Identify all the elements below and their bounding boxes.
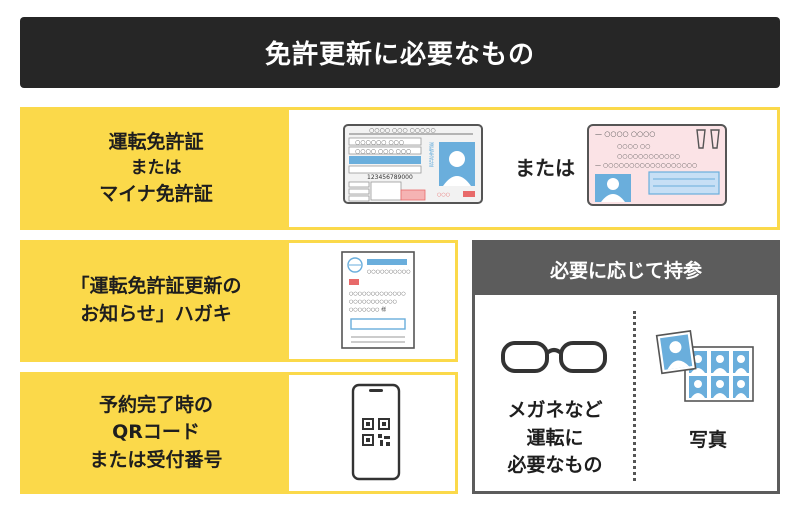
reservation-label: 予約完了時の QRコード または受付番号 [23, 375, 289, 491]
divider [633, 311, 636, 481]
glasses-label-line-1: メガネなど [507, 399, 603, 421]
reservation-row: 予約完了時の QRコード または受付番号 [20, 372, 458, 494]
reservation-label-line-3: または受付番号 [89, 448, 223, 471]
svg-text:○○○○○○○ 様: ○○○○○○○ 様 [349, 306, 386, 313]
postcard-icon: ○○○○○○○○○○ ○○○○○○○○○○○○○ ○○○○○○○○○○○ ○○○… [341, 251, 415, 349]
svg-text:○○○: ○○○ [437, 192, 450, 198]
svg-text:○○○○○○○○○○○○: ○○○○○○○○○○○○ [617, 153, 680, 160]
photo-icon [655, 330, 754, 402]
svg-text:○○○○ ○○: ○○○○ ○○ [617, 143, 650, 150]
license-content: ○○○○ ○○○ ○○○○○ ○○○○○○ ○○○ ○○○○ ○○○ ○○○ 1… [289, 110, 777, 227]
svg-text:○○○○ ○○○ ○○○: ○○○○ ○○○ ○○○ [355, 148, 411, 155]
card-number: 123456789000 [367, 174, 413, 181]
glasses-label-line-3: 必要なもの [507, 454, 603, 477]
notice-label-line-1: 「運転免許証更新の [70, 275, 242, 298]
notice-row: 「運転免許証更新の お知らせ」ハガキ ○○○○○○○○○○ ○○○○○○○○○○… [20, 240, 458, 362]
or-text: または [515, 156, 575, 180]
notice-content: ○○○○○○○○○○ ○○○○○○○○○○○○○ ○○○○○○○○○○○ ○○○… [289, 243, 455, 359]
svg-text:○○○○ ○○○ ○○○○○: ○○○○ ○○○ ○○○○○ [369, 127, 436, 134]
glasses-label-line-2: 運転に [526, 426, 584, 449]
title-bar: 免許更新に必要なもの [20, 17, 780, 88]
notice-label-line-2: お知らせ」ハガキ [80, 303, 232, 325]
svg-text:○○○○○○○○○○○○○: ○○○○○○○○○○○○○ [349, 291, 406, 297]
reservation-label-line-2: QRコード [112, 421, 200, 444]
svg-text:○○○○○○○○○○○: ○○○○○○○○○○○ [349, 299, 397, 305]
driver-license-card-icon: ○○○○ ○○○ ○○○○○ ○○○○○○ ○○○ ○○○○ ○○○ ○○○ 1… [343, 124, 483, 204]
optional-items-heading: 必要に応じて持参 [475, 243, 777, 295]
smartphone-qr-icon [351, 383, 401, 481]
license-label-line-3: マイナ免許証 [99, 182, 213, 205]
license-label: 運転免許証 または マイナ免許証 [23, 110, 289, 227]
svg-text:○○○○○○ ○○○: ○○○○○○ ○○○ [355, 139, 404, 146]
card-vertical-text: 運転免許証 [428, 142, 434, 168]
glasses-icon [501, 341, 607, 373]
svg-text:○○○○○○○○○○: ○○○○○○○○○○ [367, 269, 411, 275]
license-label-line-1: 運転免許証 [108, 130, 204, 153]
notice-label: 「運転免許証更新の お知らせ」ハガキ [23, 243, 289, 359]
license-label-line-2: または [130, 158, 182, 179]
reservation-label-line-1: 予約完了時の [98, 393, 213, 416]
page-title: 免許更新に必要なもの [264, 40, 535, 70]
reservation-content [289, 375, 455, 491]
mynumber-card-icon: — ○○○○ ○○○○ ○○○○ ○○ ○○○○○○○○○○○○ — ○○○○○… [587, 124, 727, 206]
svg-text:— ○○○○○○○○○○○○○○○○○○: — ○○○○○○○○○○○○○○○○○○ [595, 162, 697, 169]
svg-text:— ○○○○ ○○○○: — ○○○○ ○○○○ [595, 130, 655, 138]
optional-items-box: 必要に応じて持参 メガネなど 運転に 必要なもの [472, 240, 780, 494]
glasses-label: メガネなど 運転に 必要なもの [485, 397, 625, 480]
photo-label: 写真 [688, 429, 727, 451]
license-row: 運転免許証 または マイナ免許証 ○○○○ ○○○ ○○○○○ ○○○○○○ ○… [20, 107, 780, 230]
